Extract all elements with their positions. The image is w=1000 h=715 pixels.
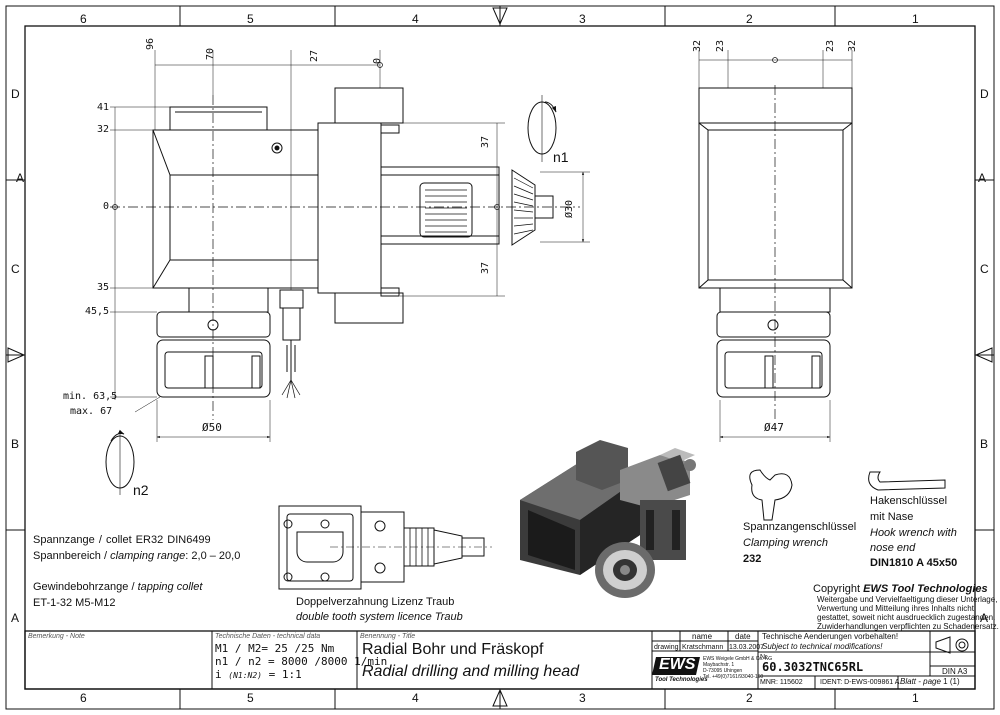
- zone-row-d-left: D: [11, 87, 20, 101]
- tech-speed: n1 / n2 = 8000 /8000 1/min: [215, 655, 388, 668]
- zone-row-c-left: C: [11, 262, 20, 276]
- note-tapping-collet: Gewindebohrzange / tapping collet: [33, 581, 203, 593]
- tech-data-label: Technische Daten - technical data: [215, 633, 321, 640]
- zone-col-4-bottom: 4: [412, 691, 419, 705]
- part-number: 60.3032TNC65RL: [762, 660, 864, 674]
- company-line-1: EWS Weigele GmbH & Co. KG: [703, 656, 773, 662]
- rotation-n2-label: n2: [133, 482, 149, 498]
- company-line-4: Tel. +49(0)7161/93040-150: [703, 674, 764, 680]
- dim-37-upper: 37: [480, 135, 491, 148]
- zone-row-b-right: B: [980, 437, 989, 451]
- dim-27: 27: [309, 49, 320, 62]
- company-line-3: D-73095 Uhingen: [703, 668, 743, 674]
- wrench1-code: 232: [743, 553, 762, 565]
- mnr-number: MNR: 115602: [760, 679, 803, 686]
- zone-col-2-top: 2: [746, 12, 753, 26]
- dim-35: 35: [97, 282, 110, 293]
- note-collet: Spannzange / collet ER32 DIN6499: [33, 534, 211, 546]
- title-german: Radial Bohr und Fräskopf: [362, 641, 544, 658]
- wrench2-code: DIN1810 A 45x50: [870, 557, 958, 569]
- copyright-title: Copyright EWS Tool Technologies: [813, 583, 988, 595]
- copyright-line-2: Verwertung und Mitteilung ihres Inhalts …: [817, 604, 974, 613]
- zone-col-1-bottom: 1: [912, 691, 919, 705]
- note-clamping-range: Spannbereich / clamping range: 2,0 – 20,…: [33, 550, 241, 562]
- dim-dia-47: Ø47: [764, 421, 784, 434]
- name-header: name: [692, 632, 713, 641]
- zone-col-3-bottom: 3: [579, 691, 586, 705]
- zone-row-d-right: D: [980, 87, 989, 101]
- dim-dia-30: Ø30: [564, 199, 575, 218]
- zone-col-1-top: 1: [912, 12, 919, 26]
- change-notice-en: Subject to technical modifications!: [762, 642, 883, 651]
- zone-row-a-left: A: [11, 611, 20, 625]
- dim-side-23-left: 23: [715, 39, 726, 52]
- isometric-render: [520, 440, 696, 598]
- change-notice-de: Technische Aenderungen vorbehalten!: [762, 632, 899, 641]
- company-line-2: Maybachstr. 1: [703, 662, 735, 668]
- dim-dia-50: Ø50: [202, 421, 222, 434]
- tech-torque: M1 / M2= 25 /25 Nm: [215, 642, 335, 655]
- dim-32: 32: [97, 124, 110, 135]
- wrench2-de2: mit Nase: [870, 511, 914, 523]
- zone-col-5-top: 5: [247, 12, 254, 26]
- zone-col-3-top: 3: [579, 12, 586, 26]
- dim-side-32-right: 32: [847, 39, 858, 52]
- ews-logo-subtitle: Tool Technologies: [655, 677, 708, 683]
- zone-row-c-right: C: [980, 262, 989, 276]
- dim-37-lower: 37: [480, 261, 491, 274]
- zone-row-b-left: B: [11, 437, 20, 451]
- drawing-label: drawing: [654, 644, 679, 651]
- drawing-name: Kratschmann: [682, 644, 724, 651]
- ident-number: IDENT: D-EWS-009861 A: [820, 679, 900, 686]
- tech-ratio: i (N1:N2) = 1:1: [215, 668, 302, 681]
- dim-96: 96: [145, 37, 156, 50]
- dim-min-63-5: min. 63,5: [63, 391, 118, 402]
- sheet-page: Blatt - page 1 (1): [900, 677, 960, 686]
- drawing-date: 13.03.2007: [729, 644, 765, 651]
- zone-row-a-left-mid: A: [16, 171, 25, 185]
- dim-side-32-left: 32: [692, 39, 703, 52]
- dim-45-5: 45,5: [85, 306, 110, 317]
- dim-0-left: 0: [103, 201, 110, 212]
- copyright-line-1: Weitergabe und Vervielfaeltigung dieser …: [817, 595, 998, 604]
- copyright-line-3: gestattet, soweit nicht ausdruecklich zu…: [817, 613, 996, 622]
- zone-row-a-right-mid: A: [978, 171, 987, 185]
- date-header: date: [735, 632, 751, 641]
- zone-col-4-top: 4: [412, 12, 419, 26]
- dim-side-23-right: 23: [825, 39, 836, 52]
- ews-logo-text: EWS: [659, 656, 696, 673]
- zone-col-6-top: 6: [80, 12, 87, 26]
- zone-row-a-right: A: [980, 611, 989, 625]
- zone-col-5-bottom: 5: [247, 691, 254, 705]
- zone-col-6-bottom: 6: [80, 691, 87, 705]
- wrench1-en: Clamping wrench: [743, 537, 828, 549]
- note-gear-de: Doppelverzahnung Lizenz Traub: [296, 596, 455, 608]
- remark-label: Bemerkung - Note: [28, 633, 85, 640]
- wrench1-de: Spannzangenschlüssel: [743, 521, 857, 533]
- dim-0-top: 0: [372, 57, 383, 64]
- wrench2-en2: nose end: [870, 542, 916, 554]
- note-tapping-spec: ET-1-32 M5-M12: [33, 597, 116, 609]
- rotation-n1-label: n1: [553, 149, 569, 165]
- title-label: Benennung - Title: [360, 633, 416, 640]
- dim-41: 41: [97, 102, 110, 113]
- ews-logo: [652, 657, 700, 675]
- dim-70: 70: [205, 47, 216, 60]
- copyright-line-4: Zuwiderhandlungen verpflichten zu Schade…: [817, 622, 999, 631]
- paper-format: DIN A3: [942, 667, 968, 676]
- wrench2-de1: Hakenschlüssel: [870, 495, 948, 507]
- dim-max-67: max. 67: [70, 406, 113, 417]
- zone-col-2-bottom: 2: [746, 691, 753, 705]
- note-gear-en: double tooth system licence Traub: [296, 611, 463, 623]
- number-label: Nr.: [760, 654, 769, 661]
- title-english: Radial drilling and milling head: [362, 663, 580, 680]
- wrench2-en1: Hook wrench with: [870, 527, 957, 539]
